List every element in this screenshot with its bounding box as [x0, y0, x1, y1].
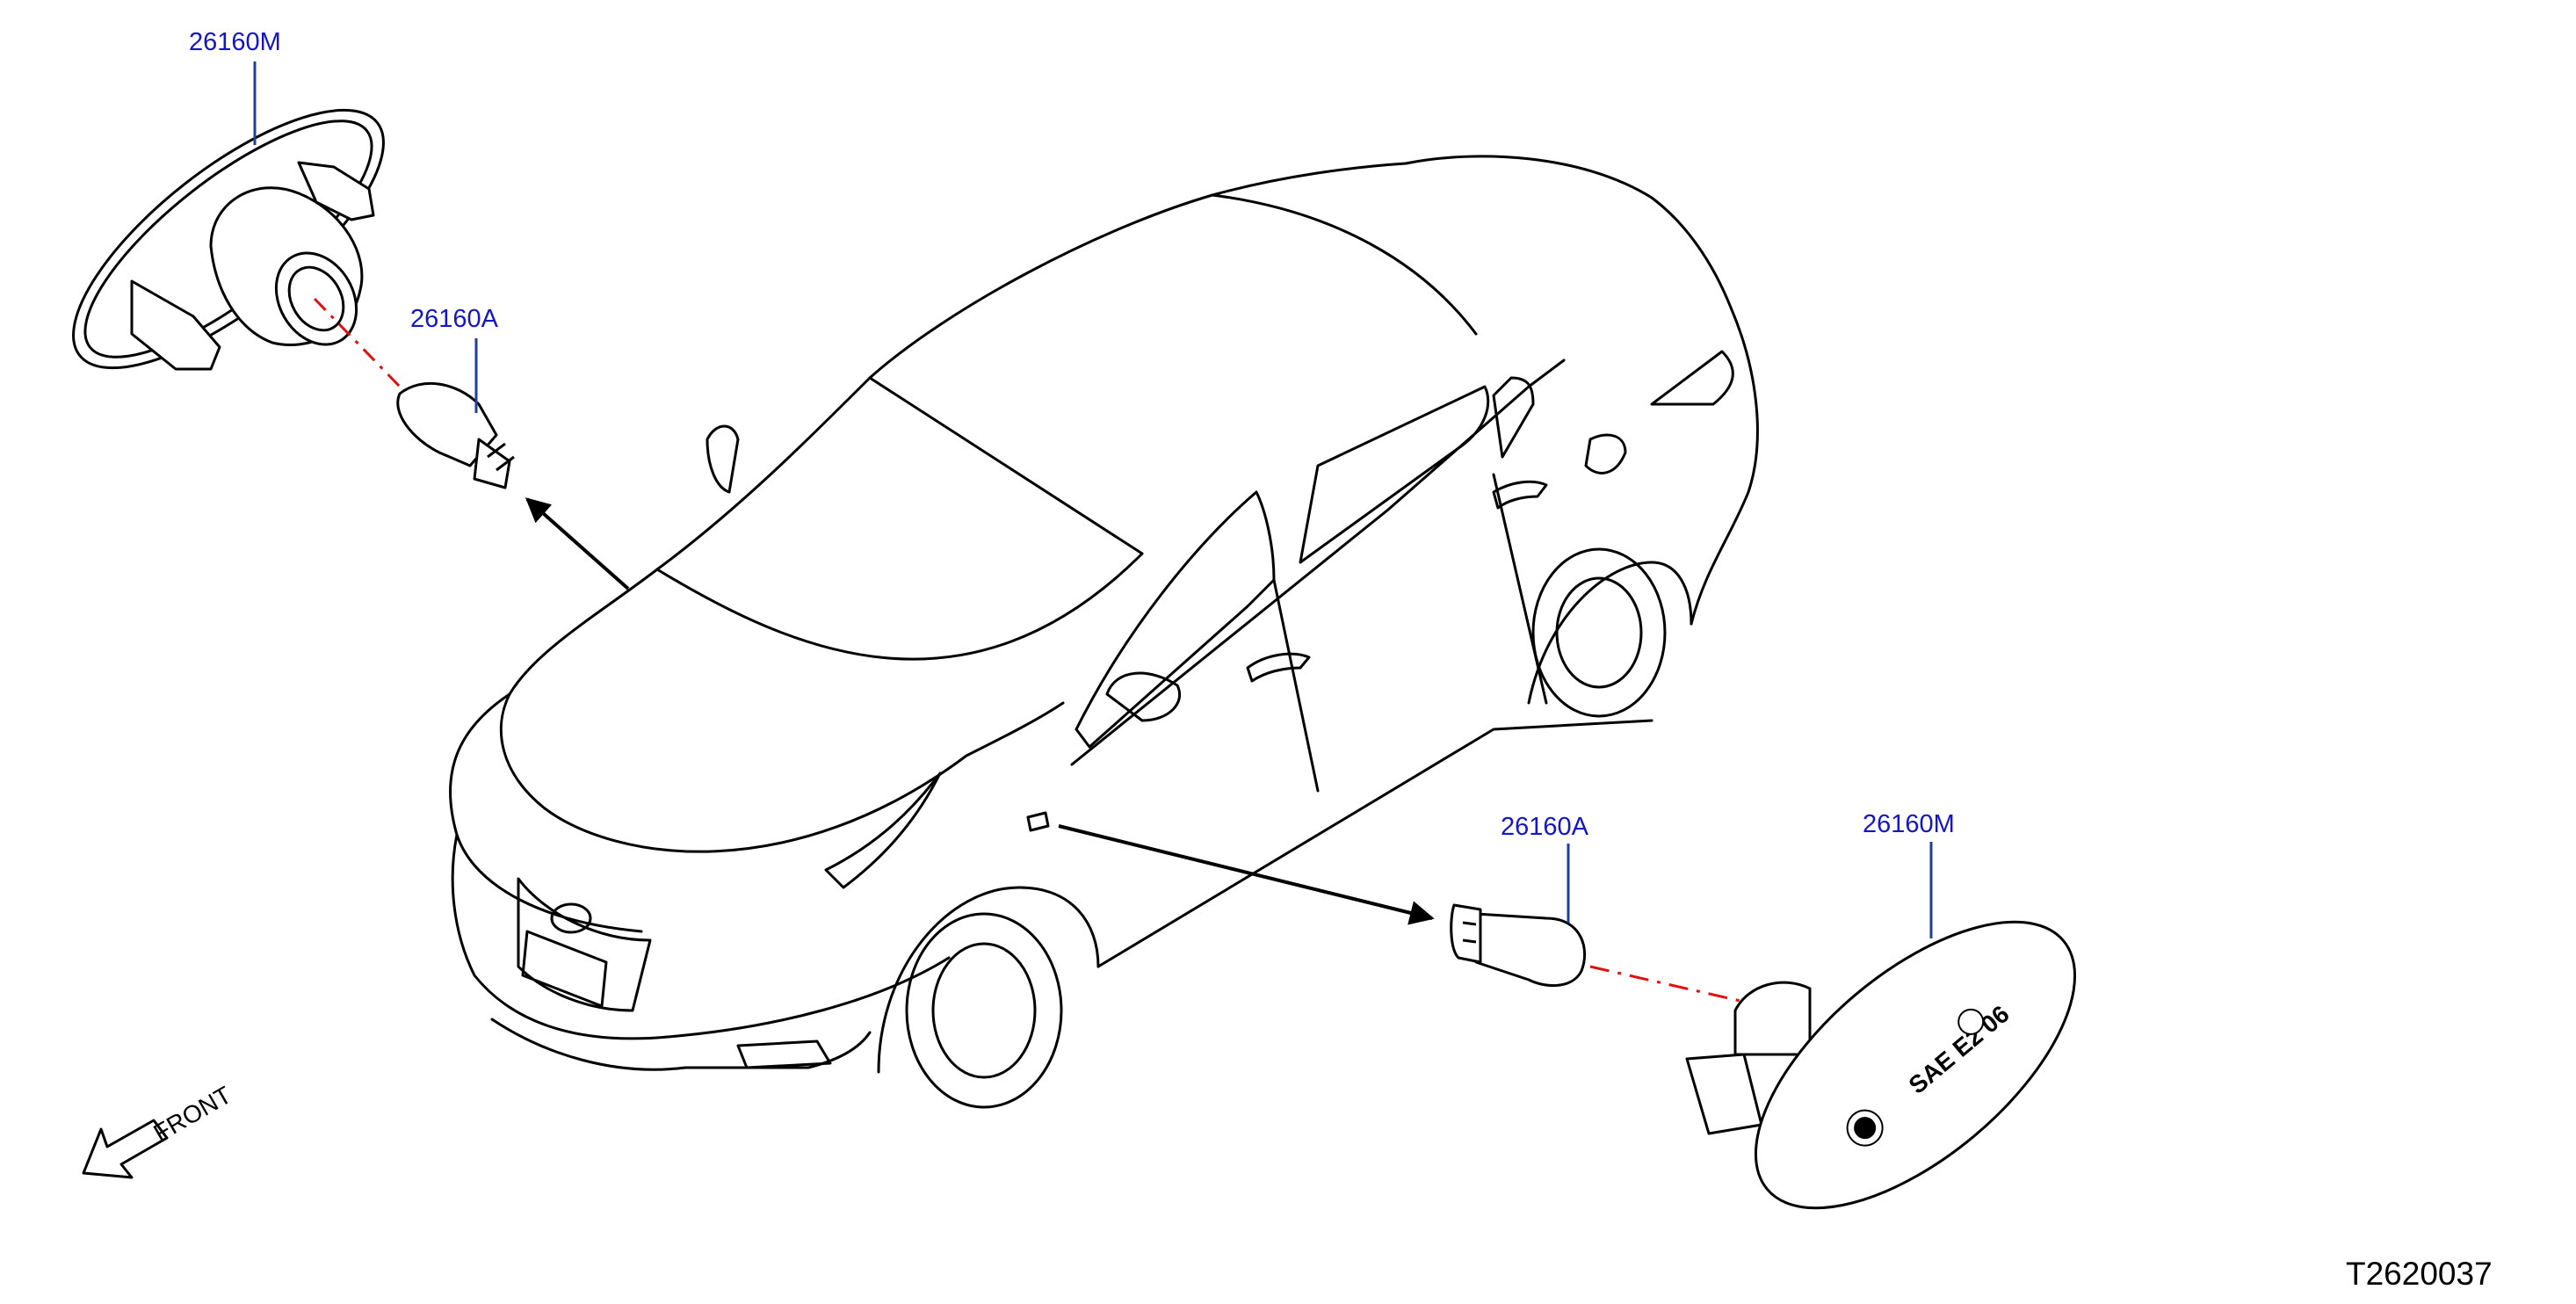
bumper-lower: [490, 1018, 872, 1071]
side-sill: [1096, 719, 1653, 968]
license-plate: [521, 930, 608, 1008]
front-arrow-icon: [82, 1119, 169, 1179]
rear-end: [1690, 306, 1759, 626]
rear-lamp: [1650, 350, 1734, 406]
car-roof: [868, 155, 1733, 380]
rear-wheel: [1531, 547, 1667, 718]
top-lamp-clip-right: [297, 161, 375, 221]
arrow-to-bottom-bulb: [1058, 824, 1435, 925]
front-fascia: [451, 833, 951, 1040]
rear-wheel-inner: [1555, 576, 1643, 689]
headlamp: [824, 772, 942, 889]
grille: [517, 877, 652, 1012]
bottom-lamp-clip: [1685, 1053, 1763, 1135]
side-window-rear: [1299, 385, 1490, 564]
emblem: [550, 902, 592, 934]
callout-top-bulb: 26160A: [410, 305, 499, 333]
callout-bottom-lamp: 26160M: [1863, 810, 1955, 838]
side-mirror: [1105, 671, 1181, 722]
front-wheel-arch: [877, 886, 1100, 1074]
top-lamp-clip-left: [130, 279, 221, 371]
diagram-id: T2620037: [2346, 1256, 2493, 1292]
windshield-base: [655, 552, 1144, 661]
door-handle-front: [1246, 652, 1311, 683]
bottom-side-lamp: SAE E2 06: [1685, 920, 2077, 1210]
fog-lamp: [736, 1040, 832, 1069]
callout-bottom-bulb: 26160A: [1501, 813, 1589, 841]
front-wheel: [905, 912, 1063, 1109]
front-wheel-inner: [931, 942, 1037, 1079]
side-indicator-mount: [1026, 811, 1050, 832]
front-direction-indicator: FRONT: [82, 1081, 236, 1179]
hood: [499, 568, 1065, 853]
side-window-front: [1075, 490, 1276, 749]
hood-edge: [449, 692, 643, 933]
rear-quarter-window: [1492, 376, 1535, 459]
beltline: [1070, 359, 1566, 766]
top-centerline: [313, 297, 402, 388]
bottom-centerline: [1589, 965, 1745, 1003]
top-side-lamp: [72, 108, 385, 371]
bottom-bulb: [1450, 903, 1587, 988]
door-line-front: [1272, 578, 1320, 793]
car-illustration: [449, 155, 1759, 1109]
bottom-lamp-socket: [1733, 981, 1812, 1056]
top-bulb: [396, 381, 515, 489]
car-roof-inner: [1211, 193, 1478, 336]
arrow-to-top-bulb: [525, 497, 630, 590]
rear-wheel-arch: [1527, 561, 1693, 705]
windshield: [655, 376, 1144, 571]
door-handle-rear: [1492, 480, 1548, 510]
antenna-fin: [706, 424, 740, 494]
front-label: FRONT: [149, 1081, 236, 1147]
fuel-door: [1584, 433, 1627, 475]
bottom-lamp-lens: [1754, 920, 2077, 1210]
callout-top-lamp: 26160M: [189, 28, 281, 56]
